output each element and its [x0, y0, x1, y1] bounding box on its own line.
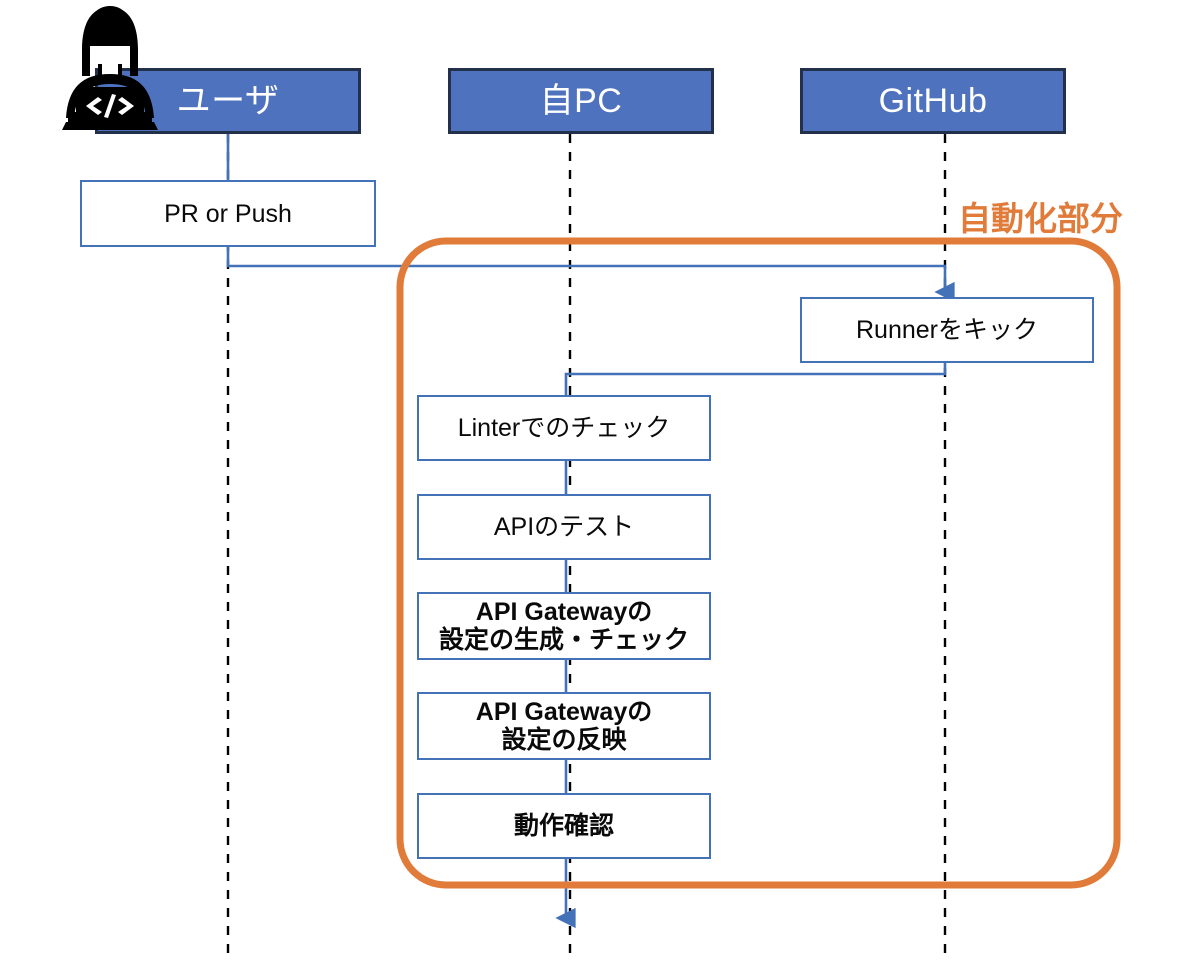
process-box-apigw-generate[interactable]: API Gatewayの 設定の生成・チェック — [417, 592, 711, 660]
connector-pr-to-runner — [226, 246, 955, 303]
actor-box-pc[interactable]: 自PC — [448, 68, 714, 134]
process-label-runner-kick: Runnerをキック — [856, 316, 1038, 344]
process-box-runner-kick[interactable]: Runnerをキック — [800, 297, 1094, 363]
process-label-api-test: APIのテスト — [493, 513, 635, 541]
process-label-verify: 動作確認 — [513, 812, 614, 840]
process-box-pr-or-push[interactable]: PR or Push — [80, 180, 376, 247]
person-at-laptop-icon — [62, 6, 158, 130]
process-label-linter-check: Linterでのチェック — [457, 414, 671, 442]
automation-region-label: 自動化部分 — [958, 200, 1123, 237]
process-label-apigw-generate: API Gatewayの 設定の生成・チェック — [438, 598, 689, 654]
process-box-api-test[interactable]: APIのテスト — [417, 494, 711, 560]
process-box-verify[interactable]: 動作確認 — [417, 793, 711, 859]
process-label-apigw-apply: API Gatewayの 設定の反映 — [475, 698, 653, 754]
process-box-apigw-apply[interactable]: API Gatewayの 設定の反映 — [417, 692, 711, 760]
actor-box-github[interactable]: GitHub — [800, 68, 1066, 134]
connector-runner-to-linter — [564, 363, 947, 395]
process-label-pr-or-push: PR or Push — [164, 199, 292, 228]
actor-label-pc: 自PC — [539, 82, 623, 120]
process-box-linter-check[interactable]: Linterでのチェック — [417, 395, 711, 461]
actor-label-github: GitHub — [878, 82, 988, 120]
actor-label-user: ユーザ — [176, 82, 280, 120]
